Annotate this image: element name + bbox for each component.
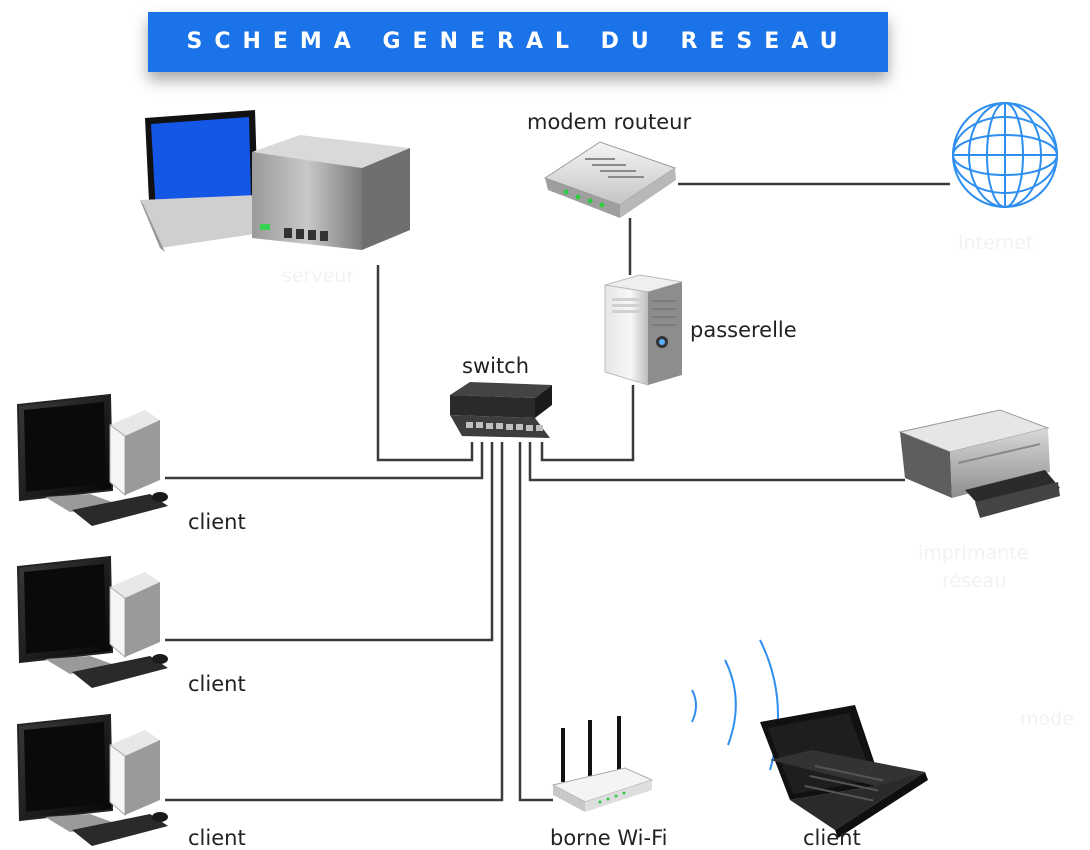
label-mode: mode [1020,708,1074,730]
cable-client2-switch [165,442,494,642]
server-icon [140,110,410,252]
cable-printer-switch [528,442,905,482]
modem-routeur-icon [543,141,677,218]
label-imprimante-line1: imprimante [918,542,1029,564]
diagram-title: SCHEMA GENERAL DU RESEAU [186,29,850,54]
client-desktop-icon-2 [16,555,168,688]
switch-icon [450,382,552,438]
label-imprimante-line2: réseau [942,570,1007,592]
laptop-client-icon [760,705,928,838]
client-desktop-icon-3 [16,713,168,846]
label-serveur: serveur [282,265,355,287]
cable-wifi-switch [518,442,553,802]
wifi-access-point-icon [551,716,654,812]
label-internet: Internet [958,232,1034,254]
label-client-1: client [188,510,246,534]
printer-icon [898,409,1060,518]
label-modem-routeur: modem routeur [527,110,692,134]
label-switch: switch [462,354,530,378]
label-client-3: client [188,826,246,850]
label-laptop-client: client [803,826,861,850]
cable-client3-switch [165,442,504,802]
wifi-signal-waves-icon [691,639,779,771]
network-cables [165,182,950,802]
label-client-2: client [188,672,246,696]
cable-passerelle-switch [540,385,635,462]
label-borne-wifi: borne Wi-Fi [550,826,668,850]
title-banner: SCHEMA GENERAL DU RESEAU [148,12,888,72]
internet-globe-icon [952,102,1058,208]
client-desktop-icon-1 [16,393,168,526]
cable-client1-switch [165,442,484,480]
label-passerelle: passerelle [690,318,797,342]
passerelle-tower-icon [604,274,683,386]
cable-server-switch [376,265,474,462]
